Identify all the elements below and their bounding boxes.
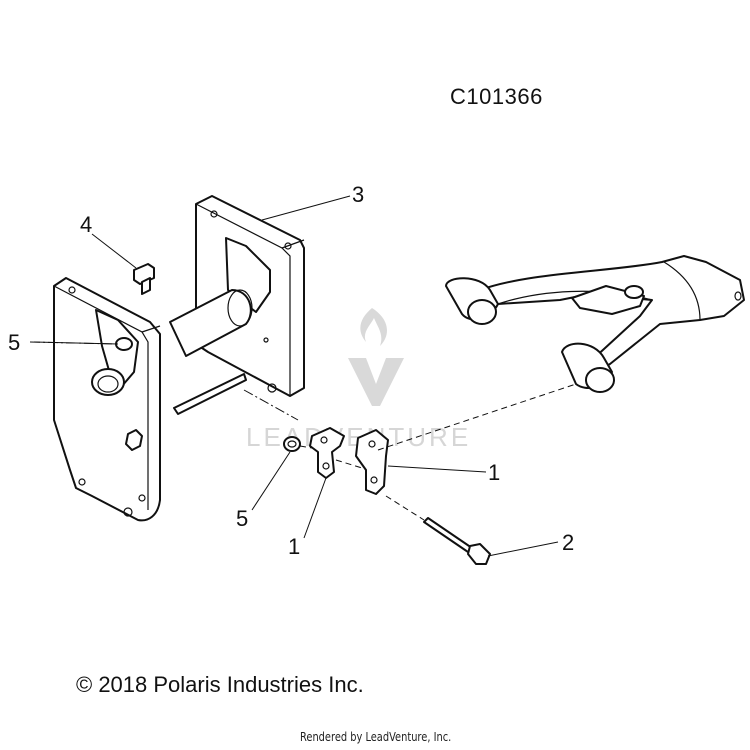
part-4-bolt [133,263,155,295]
callout-2: 2 [562,530,574,555]
mount-tube [169,289,253,415]
callout-3: 3 [352,182,364,207]
diagram-code: C101366 [450,84,543,109]
part-5-nut-upper [115,337,133,351]
callout-1-left: 1 [288,534,300,559]
callout-5-upper: 5 [8,330,20,355]
part-5-nut-lower [283,436,301,452]
callout-5-lower: 5 [236,506,248,531]
front-plate [53,277,161,522]
callout-1-right: 1 [488,460,500,485]
part-1-bracket-right [355,429,389,495]
a-arm [445,255,745,393]
part-3-mount-bracket [195,195,305,397]
callout-4: 4 [80,212,92,237]
part-1-bracket-left [309,427,345,479]
leader-lines [33,195,559,557]
copyright-notice: © 2018 Polaris Industries Inc. [76,672,364,697]
part-2-long-bolt [423,517,491,565]
rendered-by-credit: Rendered by LeadVenture, Inc. [300,730,452,744]
